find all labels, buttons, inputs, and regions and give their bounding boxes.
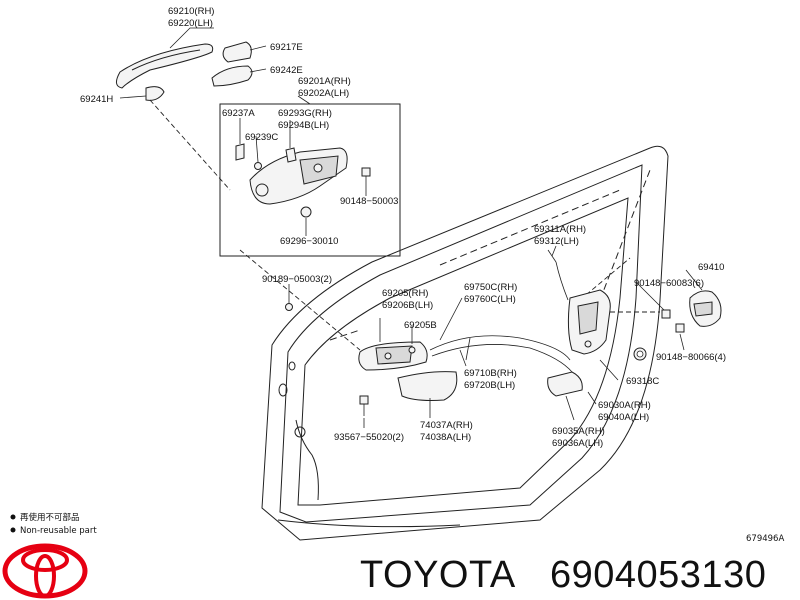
label-69035a: 69035A(RH) bbox=[552, 426, 605, 437]
legend: 再使用不可部品 Non-reusable part bbox=[10, 512, 97, 536]
leader-lines bbox=[119, 27, 703, 428]
non-reusable-bullet-icon-2 bbox=[10, 527, 16, 533]
inside-handle bbox=[358, 341, 428, 371]
label-69210: 69210(RH) bbox=[168, 6, 214, 17]
label-69237a: 69237A bbox=[222, 108, 255, 119]
non-reusable-bullet-icon bbox=[10, 514, 16, 520]
door-lock-assembly bbox=[547, 249, 611, 355]
label-69241h: 69241H bbox=[80, 94, 113, 105]
striker bbox=[689, 290, 722, 327]
handle-cover-rear bbox=[211, 65, 253, 87]
label-69410: 69410 bbox=[698, 262, 724, 273]
label-69206b: 69206B(LH) bbox=[382, 300, 433, 311]
label-69710b: 69710B(RH) bbox=[464, 368, 517, 379]
handle-frame-assembly bbox=[235, 143, 371, 218]
label-69239c: 69239C bbox=[245, 132, 278, 143]
label-69760c: 69760C(LH) bbox=[464, 294, 516, 305]
label-69201a: 69201A(RH) bbox=[298, 76, 351, 87]
handle-cover-front bbox=[222, 41, 252, 63]
label-69294b: 69294B(LH) bbox=[278, 120, 329, 131]
inside-handle-bezel bbox=[397, 371, 458, 401]
label-69036a: 69036A(LH) bbox=[552, 438, 603, 449]
footer-brand: TOYOTA bbox=[360, 554, 516, 596]
label-69720b: 69720B(LH) bbox=[464, 380, 515, 391]
label-90148-60083: 90148−60083(6) bbox=[634, 278, 704, 289]
label-69296-30010: 69296−30010 bbox=[280, 236, 338, 247]
outside-handle bbox=[116, 43, 214, 101]
legend-en: Non-reusable part bbox=[20, 526, 97, 536]
label-69205b: 69205B bbox=[404, 320, 437, 331]
label-69030a: 69030A(RH) bbox=[598, 400, 651, 411]
lock-cover bbox=[547, 371, 583, 397]
label-69242e: 69242E bbox=[270, 65, 303, 76]
legend-jp: 再使用不可部品 bbox=[20, 512, 80, 523]
label-69311a: 69311A(RH) bbox=[534, 224, 586, 235]
label-69293g: 69293G(RH) bbox=[278, 108, 332, 119]
label-90148-80066: 90148−80066(4) bbox=[656, 352, 726, 363]
diagram-code: 679496A bbox=[746, 534, 784, 544]
fasteners bbox=[285, 303, 685, 416]
label-69040a: 69040A(LH) bbox=[598, 412, 649, 423]
door-frame bbox=[261, 145, 669, 541]
label-74037a: 74037A(RH) bbox=[420, 420, 473, 431]
lock-cables bbox=[429, 335, 573, 373]
label-69220: 69220(LH) bbox=[168, 18, 213, 29]
label-90148-50003: 90148−50003 bbox=[340, 196, 398, 207]
label-69202a: 69202A(LH) bbox=[298, 88, 349, 99]
label-69217e: 69217E bbox=[270, 42, 303, 53]
part-labels: 69210(RH) 69220(LH) 69217E 69242E 69241H… bbox=[80, 6, 726, 449]
label-69312: 69312(LH) bbox=[534, 236, 579, 247]
footer-part-number: 6904053130 bbox=[550, 554, 766, 596]
toyota-logo-icon bbox=[2, 543, 88, 599]
label-69750c: 69750C(RH) bbox=[464, 282, 517, 293]
label-69318c: 69318C bbox=[626, 376, 659, 387]
label-69205: 69205(RH) bbox=[382, 288, 428, 299]
label-93567-55020: 93567−55020(2) bbox=[334, 432, 404, 443]
label-90189-05003: 90189−05003(2) bbox=[262, 274, 332, 285]
label-74038a: 74038A(LH) bbox=[420, 432, 471, 443]
